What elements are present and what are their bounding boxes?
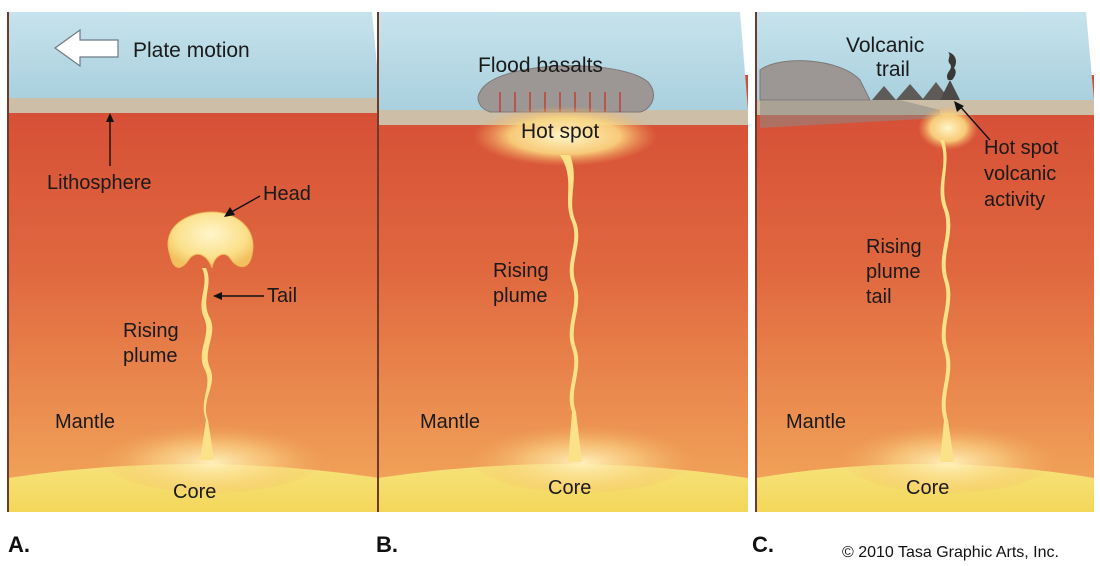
plume-head <box>167 211 254 269</box>
subsided-lithosphere <box>760 100 940 128</box>
mantle-block <box>378 75 748 512</box>
plume-tail <box>940 140 954 462</box>
core-label: Core <box>173 481 216 503</box>
hot-spot-activity-label-line3: activity <box>984 189 1045 211</box>
plate-surface <box>378 12 748 110</box>
head-label: Head <box>263 183 311 205</box>
hot-spot-blob <box>473 106 657 166</box>
core-label: Core <box>548 477 591 499</box>
rising-plume-tail-label-line2: plume <box>866 261 920 283</box>
flood-basalts-label: Flood basalts <box>478 54 603 77</box>
mantle-block <box>8 75 380 512</box>
head-pointer <box>227 195 261 215</box>
volcanic-trail-label-line2: trail <box>876 58 910 81</box>
plate-motion-label: Plate motion <box>133 39 250 62</box>
rising-plume-tail-label-line1: Rising <box>866 236 922 258</box>
hot-spot-activity-pointer-head <box>954 101 964 112</box>
rising-plume-tail-label-line3: tail <box>866 286 892 308</box>
plate-motion-arrow <box>53 28 119 68</box>
eruption-plume <box>947 52 956 80</box>
hot-spot-label: Hot spot <box>521 120 599 143</box>
panel-b: Flood basalts Hot spot Rising plume Mant… <box>376 12 748 557</box>
panel-a: Plate motion Lithosphere Head Tail Risin… <box>7 12 381 557</box>
rising-plume-label-line2: plume <box>493 285 547 307</box>
rising-plume-label-line1: Rising <box>123 320 179 342</box>
core-label: Core <box>906 477 949 499</box>
hot-spot-blob <box>918 106 978 150</box>
panel-b-letter: B. <box>376 532 398 557</box>
plume-base-glow <box>467 417 697 493</box>
flood-basalt-mound <box>477 65 654 113</box>
hot-spot-activity-pointer <box>957 103 991 141</box>
hot-spot-activity-label-line1: Hot spot <box>984 137 1059 159</box>
plume-tail <box>560 155 582 462</box>
plate-surface <box>8 12 380 98</box>
panel-a-letter: A. <box>8 532 30 557</box>
mantle-label: Mantle <box>786 411 846 433</box>
lithosphere-pointer-head <box>106 113 114 122</box>
panel-c: Volcanic trail Hot spot volcanic activit… <box>752 12 1094 557</box>
mantle-block <box>756 75 1094 512</box>
hot-spot-activity-label-line2: volcanic <box>984 163 1056 185</box>
mantle-label: Mantle <box>420 411 480 433</box>
tail-pointer-head <box>213 292 222 300</box>
head-pointer-head <box>224 207 235 217</box>
copyright-notice: © 2010 Tasa Graphic Arts, Inc. <box>842 544 1059 561</box>
old-basalt-plateau <box>759 60 871 101</box>
lithosphere-layer <box>8 98 380 113</box>
volcanic-trail-label-line1: Volcanic <box>846 34 924 57</box>
rising-plume-label-line1: Rising <box>493 260 549 282</box>
active-volcano <box>940 80 960 100</box>
tail-label: Tail <box>267 285 297 307</box>
plume-tail <box>200 268 214 460</box>
panel-c-letter: C. <box>752 532 774 557</box>
rising-plume-label-line2: plume <box>123 345 177 367</box>
lithosphere-label: Lithosphere <box>47 172 152 194</box>
mantle-label: Mantle <box>55 411 115 433</box>
